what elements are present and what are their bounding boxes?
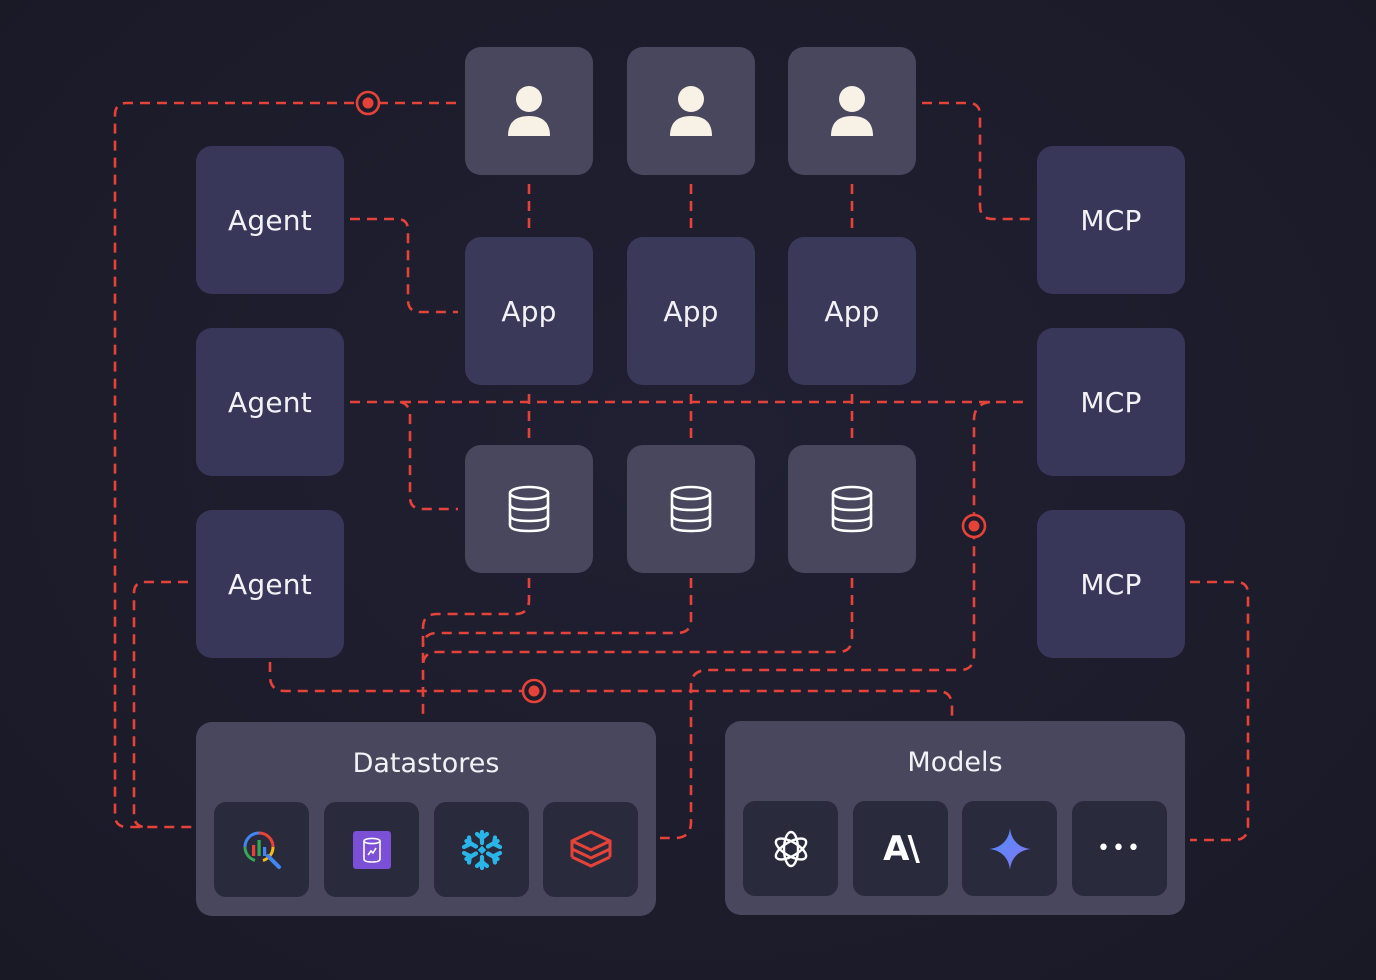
app-label: App <box>824 294 880 328</box>
gemini-icon <box>988 827 1031 870</box>
cylinder-db-tile <box>324 802 419 897</box>
app-node-2: App <box>627 237 755 385</box>
connector-agent3-datastores <box>132 580 188 829</box>
connector-db2-datastores <box>421 578 693 648</box>
mcp-node-2: MCP <box>1037 328 1185 476</box>
database-icon <box>831 485 873 533</box>
agent-node-3: Agent <box>196 510 344 658</box>
user-node-3 <box>788 47 916 175</box>
connector-db3-datastores <box>421 578 854 667</box>
agent-label: Agent <box>228 203 312 237</box>
models-panel: Models A\ <box>725 721 1185 915</box>
cylinder-db-icon <box>352 830 391 869</box>
datastores-title: Datastores <box>352 748 500 779</box>
database-node-2 <box>627 445 755 573</box>
connector-user3-mcp1 <box>922 101 1032 221</box>
agent-label: Agent <box>228 567 312 601</box>
anthropic-icon: A\ <box>883 828 920 869</box>
bigquery-tile <box>214 802 309 897</box>
app-label: App <box>663 294 719 328</box>
openai-icon <box>774 830 807 867</box>
user-icon <box>831 86 873 136</box>
bigquery-icon <box>243 831 281 869</box>
snowflake-icon <box>461 829 502 870</box>
mcp-node-1: MCP <box>1037 146 1185 294</box>
connector-mcp-bus-down <box>660 400 991 840</box>
more-icon: ••• <box>1097 836 1142 861</box>
user-node-2 <box>627 47 755 175</box>
database-node-3 <box>788 445 916 573</box>
mcp-label: MCP <box>1080 203 1142 237</box>
app-label: App <box>501 294 557 328</box>
user-icon <box>508 86 550 136</box>
connector-user-datastores <box>113 101 456 829</box>
agent-node-1: Agent <box>196 146 344 294</box>
openai-tile <box>743 801 838 896</box>
connector-agent3-models <box>268 662 954 718</box>
databricks-icon <box>570 830 611 867</box>
mcp-label: MCP <box>1080 385 1142 419</box>
datastores-panel: Datastores <box>196 722 656 916</box>
databricks-tile <box>543 802 638 897</box>
connector-agent2-db1 <box>399 400 458 511</box>
user-node-1 <box>465 47 593 175</box>
database-node-1 <box>465 445 593 573</box>
connector-agent1-app1 <box>350 217 458 314</box>
app-node-3: App <box>788 237 916 385</box>
connector-mcp3-models <box>1190 580 1250 842</box>
mcp-label: MCP <box>1080 567 1142 601</box>
database-icon <box>508 485 550 533</box>
anthropic-tile: A\ <box>853 801 948 896</box>
gemini-tile <box>962 801 1057 896</box>
more-tile: ••• <box>1072 801 1167 896</box>
app-node-1: App <box>465 237 593 385</box>
agent-label: Agent <box>228 385 312 419</box>
connector-db1-datastores <box>421 578 531 718</box>
agent-node-2: Agent <box>196 328 344 476</box>
models-title: Models <box>907 747 1003 778</box>
connector-markers <box>355 90 987 704</box>
user-icon <box>670 86 712 136</box>
mcp-node-3: MCP <box>1037 510 1185 658</box>
snowflake-tile <box>434 802 529 897</box>
database-icon <box>670 485 712 533</box>
